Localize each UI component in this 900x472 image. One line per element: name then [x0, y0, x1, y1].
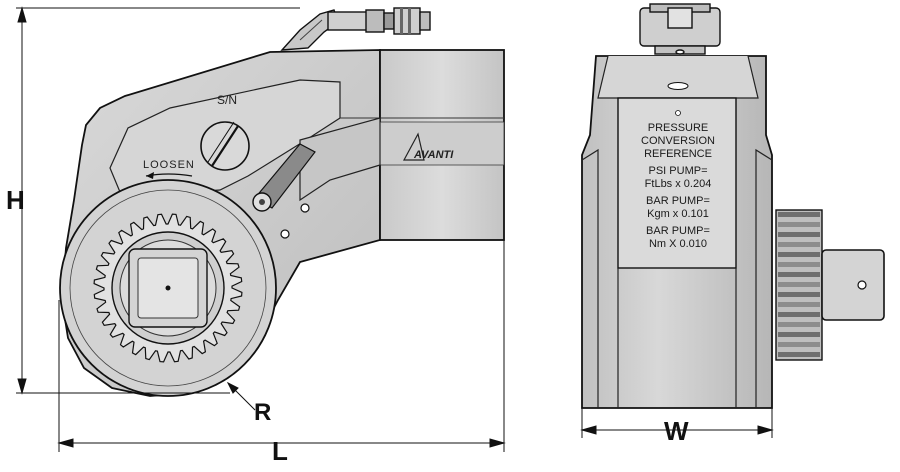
reference-plate-text: PRESSURE CONVERSION REFERENCE PSI PUMP= …	[641, 122, 715, 250]
plate-line-7: Kgm x 0.101	[647, 208, 709, 220]
side-gear-tooth	[778, 342, 820, 347]
width-dimension-label: W	[664, 416, 689, 446]
plate-line-8: BAR PUMP=	[646, 225, 710, 237]
height-dimension-label: H	[6, 185, 25, 215]
side-gear-tooth	[778, 262, 820, 267]
side-gear-tooth	[778, 272, 820, 277]
side-gear	[775, 209, 823, 361]
plate-line-6: BAR PUMP=	[646, 195, 710, 207]
loosen-label: LOOSEN	[143, 159, 195, 171]
plate-line-1: PRESSURE	[648, 122, 709, 134]
plate-line-3: REFERENCE	[644, 148, 712, 160]
plate-line-2: CONVERSION	[641, 135, 715, 147]
reference-plate	[617, 97, 737, 269]
side-gear-tooth	[778, 232, 820, 237]
side-gear-tooth	[778, 252, 820, 257]
plate-line-9: Nm X 0.010	[649, 238, 707, 250]
side-gear-tooth	[778, 222, 820, 227]
drive-shaft	[821, 249, 885, 321]
side-gear-tooth	[778, 312, 820, 317]
side-gear-tooth	[778, 322, 820, 327]
brand-logo: AVANTI	[413, 149, 454, 161]
side-view: AVANTI S/N LOOSEN	[6, 6, 506, 466]
width-dimension	[580, 408, 774, 438]
plate-line-5: FtLbs x 0.204	[645, 178, 712, 190]
side-gear-tooth	[778, 302, 820, 307]
swivel-block	[639, 3, 721, 55]
length-dimension-label: L	[272, 436, 288, 466]
side-gear-tooth	[778, 242, 820, 247]
side-gear-tooth	[778, 212, 820, 217]
side-gear-tooth	[778, 292, 820, 297]
side-gear-tooth	[778, 282, 820, 287]
plate-line-4: PSI PUMP=	[649, 165, 708, 177]
radius-dimension-label: R	[254, 399, 271, 426]
hose-connector	[280, 7, 431, 51]
ratchet-ring	[59, 179, 277, 397]
serial-number-label: S/N	[217, 93, 237, 107]
side-gear-tooth	[778, 352, 820, 357]
dimension-lines	[16, 6, 506, 452]
side-gear-tooth	[778, 332, 820, 337]
front-view: PRESSURE CONVERSION REFERENCE PSI PUMP= …	[580, 3, 885, 446]
